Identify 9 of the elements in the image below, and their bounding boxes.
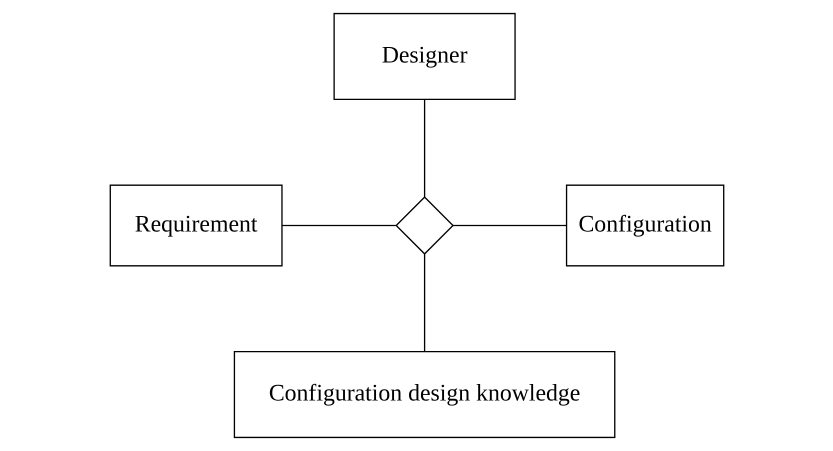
connector	[423, 100, 425, 197]
connector	[452, 224, 566, 226]
node-box: Configuration	[565, 184, 724, 266]
connector	[282, 224, 396, 226]
node-box: Requirement	[109, 184, 282, 266]
node-diamond	[394, 196, 454, 255]
node-box: Designer	[332, 12, 516, 100]
connector	[423, 254, 425, 352]
node-box: Configuration design knowledge	[233, 350, 615, 438]
